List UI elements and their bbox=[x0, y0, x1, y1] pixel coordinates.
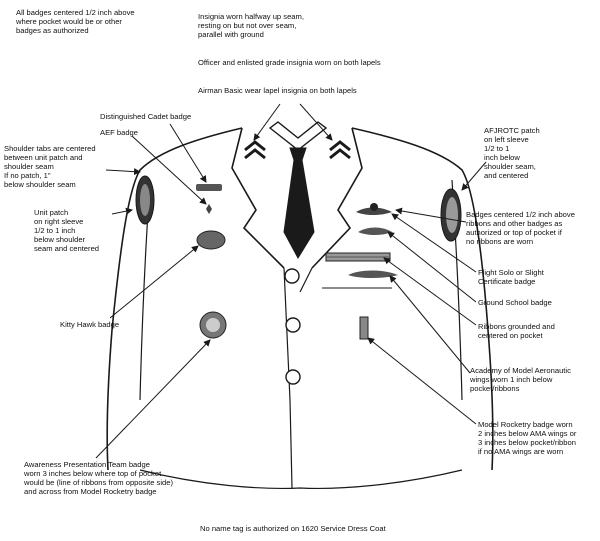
arrow-distinguished-cadet bbox=[169, 123, 207, 183]
aef-badge-icon bbox=[206, 204, 212, 214]
label-awareness-team: Awareness Presentation Team badge worn 3… bbox=[24, 460, 174, 496]
tie bbox=[268, 121, 328, 260]
arrow-ribbons bbox=[383, 257, 477, 326]
kitty-hawk-badge-icon bbox=[196, 230, 226, 250]
label-afjrotc-patch: AFJROTC patch on left sleeve 1/2 to 1 in… bbox=[484, 126, 540, 180]
lapel-insignia-left-icon bbox=[244, 140, 266, 160]
label-ama-wings: Academy of Model Aeronautic wings worn 1… bbox=[470, 366, 571, 393]
lapel-insignia-right-icon bbox=[329, 140, 351, 160]
coat-buttons bbox=[284, 268, 301, 385]
flight-solo-badge-icon bbox=[356, 203, 392, 215]
label-kitty-hawk: Kitty Hawk badge bbox=[60, 320, 120, 329]
arrow-model-rocketry bbox=[367, 337, 477, 425]
coat-button bbox=[285, 369, 301, 385]
arrow-shoulder-tabs bbox=[105, 168, 141, 176]
label-distinguished-cadet: Distinguished Cadet badge bbox=[100, 112, 192, 121]
label-flight-solo: Flight Solo or Slight Certificate badge bbox=[478, 268, 544, 286]
label-badges-above-ribbons: Badges centered 1/2 inch above ribbons a… bbox=[466, 210, 575, 246]
label-model-rocketry: Model Rocketry badge worn 2 inches below… bbox=[478, 420, 577, 456]
label-insignia-halfway: Insignia worn halfway up seam, resting o… bbox=[198, 12, 304, 39]
arrow-insignia bbox=[253, 103, 281, 141]
arrow-aef bbox=[131, 135, 207, 205]
label-no-name-tag: No name tag is authorized on 1620 Servic… bbox=[200, 524, 386, 533]
coat-button bbox=[284, 268, 300, 284]
arrow-ground-school bbox=[387, 231, 477, 303]
label-aef-badge: AEF badge bbox=[100, 128, 138, 137]
arrow-ama-wings bbox=[389, 275, 471, 374]
label-ribbons: Ribbons grounded and centered on pocket bbox=[478, 322, 555, 340]
arrow-unit-patch bbox=[111, 207, 133, 215]
ground-school-badge-icon bbox=[358, 227, 392, 235]
arrow-afjrotc bbox=[461, 161, 487, 191]
afjrotc-patch-icon bbox=[440, 188, 462, 242]
label-shoulder-tabs: Shoulder tabs are centered between unit … bbox=[4, 144, 96, 189]
arrow-awareness-team bbox=[95, 339, 211, 459]
unit-patch-icon bbox=[135, 175, 155, 225]
label-ground-school: Ground School badge bbox=[478, 298, 552, 307]
ama-wings-icon bbox=[348, 270, 398, 278]
distinguished-cadet-badge-icon bbox=[196, 184, 222, 191]
label-unit-patch: Unit patch on right sleeve 1/2 to 1 inch… bbox=[34, 208, 100, 253]
arrow-insignia-right bbox=[299, 103, 333, 141]
coat-button bbox=[285, 317, 301, 333]
leader-lines bbox=[95, 103, 487, 459]
arrow-flight-solo bbox=[391, 213, 477, 273]
arrow-badges-above bbox=[395, 207, 467, 223]
label-airman-basic: Airman Basic wear lapel insignia on both… bbox=[198, 86, 357, 95]
model-rocketry-badge-icon bbox=[359, 316, 369, 340]
arrow-kitty-hawk bbox=[109, 245, 199, 319]
label-officer-enlisted: Officer and enlisted grade insignia worn… bbox=[198, 58, 381, 67]
label-all-badges: All badges centered 1/2 inch above where… bbox=[16, 8, 135, 35]
